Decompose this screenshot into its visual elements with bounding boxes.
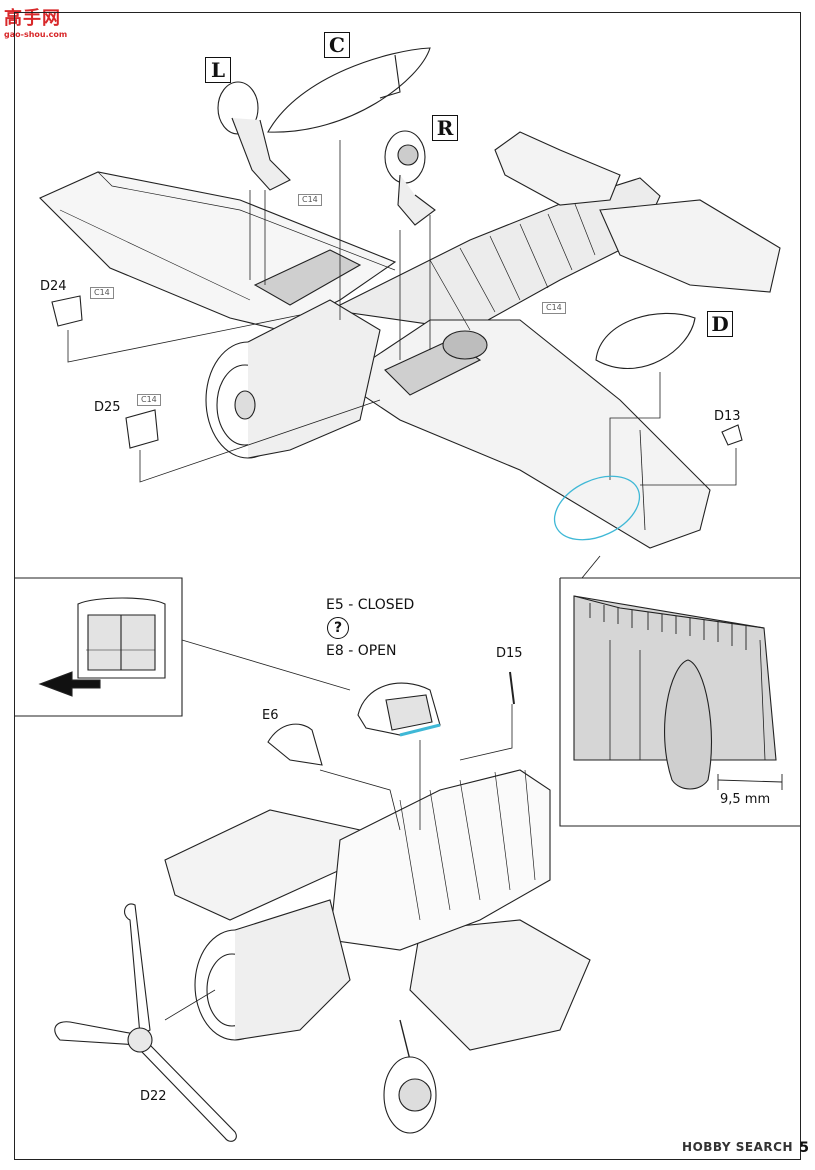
- callout-c: C: [324, 32, 350, 58]
- windscreen-e6: [267, 723, 323, 766]
- callout-l: L: [205, 57, 231, 83]
- lower-right-wing: [409, 919, 591, 1051]
- lower-fuselage: [329, 769, 551, 951]
- label-d13: D13: [714, 409, 741, 424]
- direction-arrow: [38, 671, 101, 697]
- label-d22: D22: [140, 1089, 167, 1104]
- drop-tank-d: [595, 312, 696, 370]
- label-e6: E6: [262, 708, 279, 723]
- watermark-brand: HOBBY SEARCH: [682, 1140, 793, 1154]
- callout-r: R: [432, 115, 458, 141]
- antenna-d15: [509, 671, 515, 705]
- flap-highlight: [553, 475, 641, 541]
- label-d24: D24: [40, 279, 67, 294]
- vertical-tail: [494, 131, 621, 206]
- fuselage-rear: [328, 177, 661, 331]
- canopy-closed-label: E5 - CLOSED: [326, 597, 415, 613]
- ref-c14-gear-right: C14: [542, 302, 566, 314]
- drop-tank-c: [267, 47, 431, 133]
- horizontal-stab: [599, 199, 781, 293]
- watermark-site-url: gao-shou.com: [4, 30, 68, 39]
- page-frame: [14, 12, 801, 1160]
- page-number: 5: [799, 1140, 809, 1156]
- watermark-logo: 高手网 gao-shou.com: [4, 4, 67, 39]
- question-icon: ?: [327, 617, 349, 639]
- ref-c14-d25: C14: [137, 394, 161, 406]
- label-d15: D15: [496, 646, 523, 661]
- label-d25: D25: [94, 400, 121, 415]
- callout-d: D: [707, 311, 733, 337]
- flap-detail-tank: [664, 659, 713, 790]
- canopy-inset-box: [14, 577, 183, 717]
- flap-detail-box: [559, 577, 801, 827]
- watermark-site-name: 高手网: [4, 8, 61, 29]
- ref-c14-gear-left: C14: [298, 194, 322, 206]
- part-d24: [51, 295, 83, 327]
- ref-c14-d24: C14: [90, 287, 114, 299]
- part-d25: [125, 409, 159, 449]
- canopy-open-label: E8 - OPEN: [326, 643, 397, 659]
- propeller-d22: [124, 903, 151, 1036]
- measurement-label: 9,5 mm: [720, 792, 771, 807]
- part-d13: [721, 424, 743, 446]
